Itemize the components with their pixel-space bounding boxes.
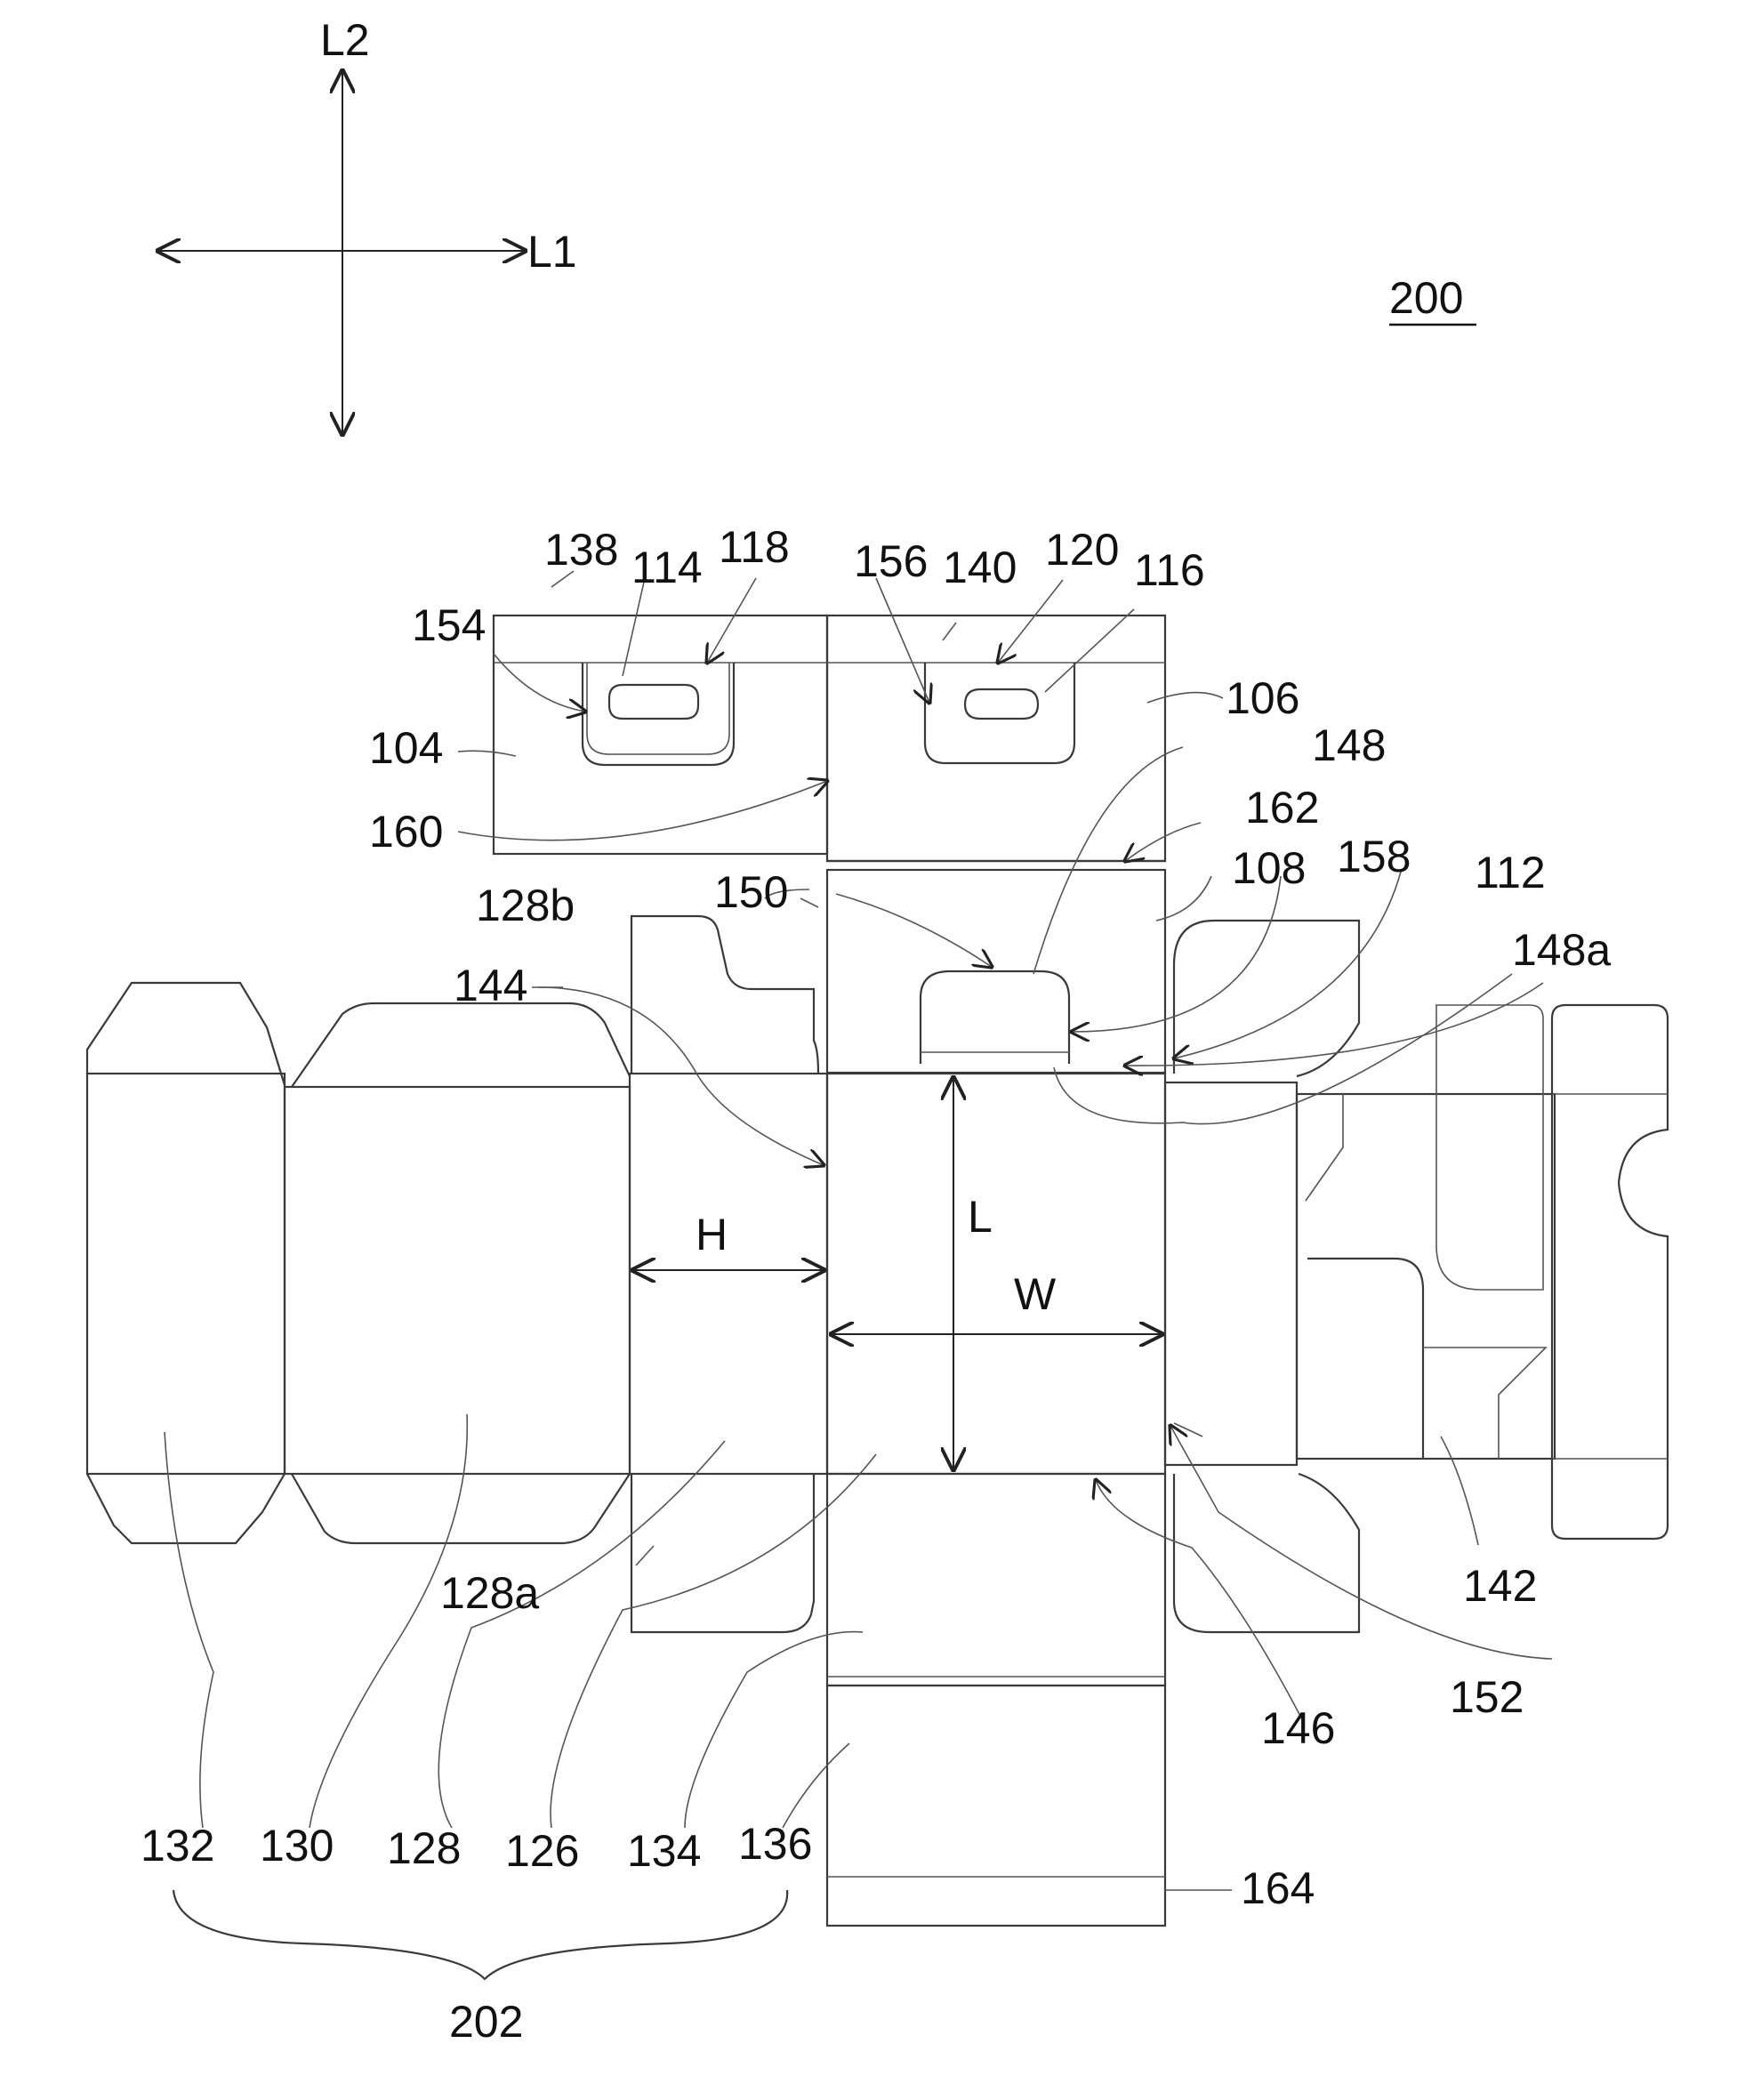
label-140: 140 <box>943 543 1017 592</box>
label-150: 150 <box>714 867 788 917</box>
reference-numerals: 138 114 118 154 104 160 156 140 120 116 … <box>141 522 1611 2047</box>
leader-lines <box>165 571 1552 1979</box>
hang-hole-116 <box>965 689 1038 719</box>
label-128b: 128b <box>476 881 575 930</box>
axis-indicator: L2 L1 <box>158 15 577 434</box>
panel-152 <box>1165 1082 1297 1465</box>
label-158: 158 <box>1337 832 1411 881</box>
label-104: 104 <box>369 723 443 773</box>
label-146: 146 <box>1261 1703 1335 1753</box>
hang-hole-114 <box>609 685 698 719</box>
label-154: 154 <box>412 600 486 650</box>
flap-142-inner <box>1436 1005 1543 1290</box>
axis-label-l2: L2 <box>320 15 370 65</box>
label-160: 160 <box>369 807 443 857</box>
dimension-label-h: H <box>696 1210 728 1259</box>
label-128a: 128a <box>440 1568 539 1618</box>
panel-142 <box>1297 1094 1555 1459</box>
dimension-label-l: L <box>968 1192 993 1242</box>
label-118: 118 <box>719 522 790 572</box>
label-138: 138 <box>544 525 618 575</box>
label-108: 108 <box>1232 843 1306 893</box>
flap-right-bottom <box>1174 1474 1359 1632</box>
dimension-label-w: W <box>1014 1269 1057 1319</box>
label-142: 142 <box>1463 1561 1537 1611</box>
panel-132 <box>87 1074 285 1474</box>
tab-148 <box>921 971 1069 1064</box>
label-162: 162 <box>1245 783 1319 833</box>
panel-106 <box>827 616 1165 861</box>
hanger-tab-114 <box>583 663 734 765</box>
top-panels <box>494 616 1165 1073</box>
main-band <box>87 916 1668 1926</box>
label-112: 112 <box>1475 848 1546 897</box>
hanger-tab-116 <box>925 663 1074 763</box>
label-156: 156 <box>854 536 928 586</box>
label-128: 128 <box>387 1823 461 1873</box>
label-136: 136 <box>738 1819 812 1869</box>
axis-label-l1: L1 <box>527 227 577 277</box>
panel-104 <box>494 616 827 854</box>
panel-136 <box>827 1686 1165 1926</box>
figure-number: 200 <box>1389 273 1463 323</box>
panel-130 <box>285 1087 630 1474</box>
label-202: 202 <box>449 1997 523 2047</box>
label-114: 114 <box>631 543 703 592</box>
label-152: 152 <box>1450 1672 1524 1722</box>
label-134: 134 <box>627 1826 701 1876</box>
label-164: 164 <box>1241 1863 1315 1913</box>
label-116: 116 <box>1134 545 1205 595</box>
label-148: 148 <box>1312 720 1386 770</box>
panel-134 <box>827 1474 1165 1686</box>
label-132: 132 <box>141 1821 214 1871</box>
label-144: 144 <box>454 961 527 1010</box>
flap-128a <box>631 1474 814 1632</box>
panel-126 <box>827 1074 1165 1474</box>
flap-right-top <box>1174 921 1359 1076</box>
label-148a: 148a <box>1512 925 1611 975</box>
panel-128 <box>630 1074 827 1474</box>
brace-202 <box>173 1890 787 1979</box>
label-130: 130 <box>260 1821 334 1871</box>
label-106: 106 <box>1226 673 1299 723</box>
label-120: 120 <box>1045 525 1119 575</box>
dimension-arrows: H L W <box>633 1078 1162 1469</box>
label-126: 126 <box>505 1826 579 1876</box>
flap-128b <box>631 916 818 1074</box>
